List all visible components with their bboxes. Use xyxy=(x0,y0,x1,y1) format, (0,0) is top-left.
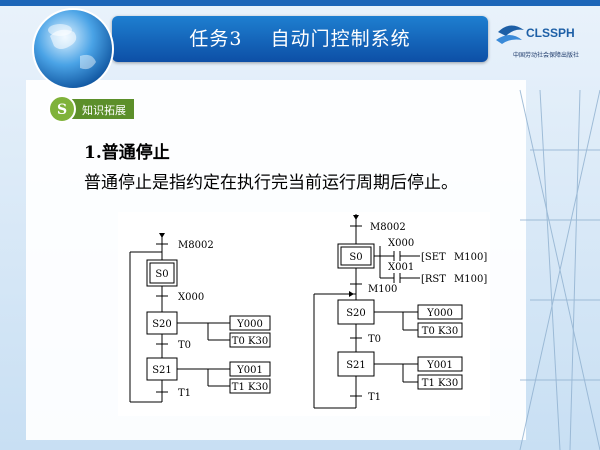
right-contact-1-operand: M100] xyxy=(454,252,487,263)
sfc-diagram: M8002 S0 X000 S20 Y000 T0 K30 T0 S21 Y00… xyxy=(118,212,490,416)
right-contact-1-instr: [SET xyxy=(421,252,446,263)
right-contact-2-operand: M100] xyxy=(454,274,487,285)
left-step-2-output: Y001 xyxy=(236,365,263,376)
right-step-2-output: Y001 xyxy=(426,360,453,371)
right-step-1: S20 xyxy=(346,308,366,319)
right-transition-3: T1 xyxy=(368,392,381,403)
left-transition-3: T1 xyxy=(178,388,191,399)
left-step-1-output: Y000 xyxy=(236,319,263,330)
section-description: 普通停止是指约定在执行完当前运行周期后停止。 xyxy=(84,173,458,193)
publisher-name: 中国劳动社会保障出版社 xyxy=(512,52,579,59)
right-step-1-timer: T0 K30 xyxy=(422,326,458,337)
badge-shape: S xyxy=(48,95,134,123)
right-transition-1: M100 xyxy=(368,284,397,295)
right-initial-step: S0 xyxy=(349,252,362,263)
left-init-condition: M8002 xyxy=(178,240,214,251)
left-step-2-timer: T1 K30 xyxy=(232,382,268,393)
left-step-1: S20 xyxy=(152,319,172,330)
right-transition-2: T0 xyxy=(368,334,381,345)
left-step-1-timer: T0 K30 xyxy=(232,336,268,347)
right-init-condition: M8002 xyxy=(370,222,406,233)
right-step-1-output: Y000 xyxy=(426,308,453,319)
header-bar xyxy=(112,16,488,62)
left-transition-2: T0 xyxy=(178,340,191,351)
left-step-2: S21 xyxy=(152,365,172,376)
left-transition-1: X000 xyxy=(178,292,204,303)
globe-icon xyxy=(32,8,114,90)
left-initial-step: S0 xyxy=(155,269,168,280)
right-contact-2-instr: [RST xyxy=(421,274,446,285)
svg-text:S: S xyxy=(57,102,67,118)
publisher-logo-text: CLSSPH xyxy=(526,26,575,40)
page-title: 任务3 自动门控制系统 xyxy=(189,28,411,50)
right-contact-1: X000 xyxy=(388,238,414,249)
publisher-logo-icon xyxy=(496,25,524,44)
right-step-2-timer: T1 K30 xyxy=(422,378,458,389)
section-heading: 1.普通停止 xyxy=(84,143,170,163)
right-step-2: S21 xyxy=(346,360,366,371)
badge-label: 知识拓展 xyxy=(82,104,126,117)
right-contact-2: X001 xyxy=(388,262,414,273)
